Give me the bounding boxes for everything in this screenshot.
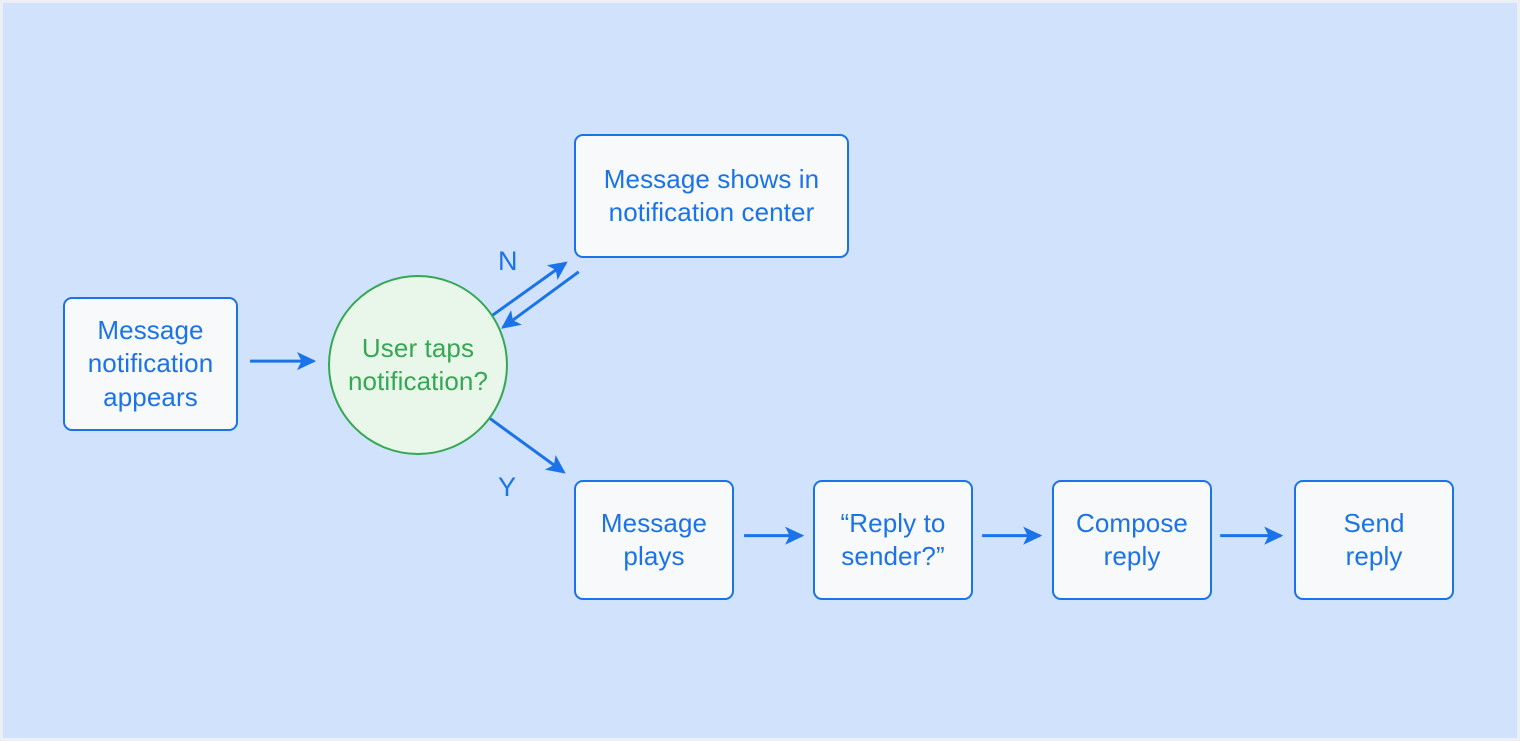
edge-decision-yes-to-plays (489, 417, 566, 474)
node-send-reply[interactable]: Send reply (1294, 480, 1454, 600)
node-message-shows-in-notification-center[interactable]: Message shows in notification center (574, 134, 849, 258)
branch-label-yes: Y (498, 472, 517, 502)
node-message-notification-appears[interactable]: Message notification appears (63, 297, 238, 431)
edge-center-back-to-decision (501, 270, 580, 329)
node-reply-to-sender[interactable]: “Reply to sender?” (813, 480, 973, 600)
branch-label-no: N (498, 246, 518, 276)
node-message-plays[interactable]: Message plays (574, 480, 734, 600)
node-compose-reply[interactable]: Compose reply (1052, 480, 1212, 600)
node-user-taps-notification[interactable]: User taps notification? (328, 275, 508, 455)
